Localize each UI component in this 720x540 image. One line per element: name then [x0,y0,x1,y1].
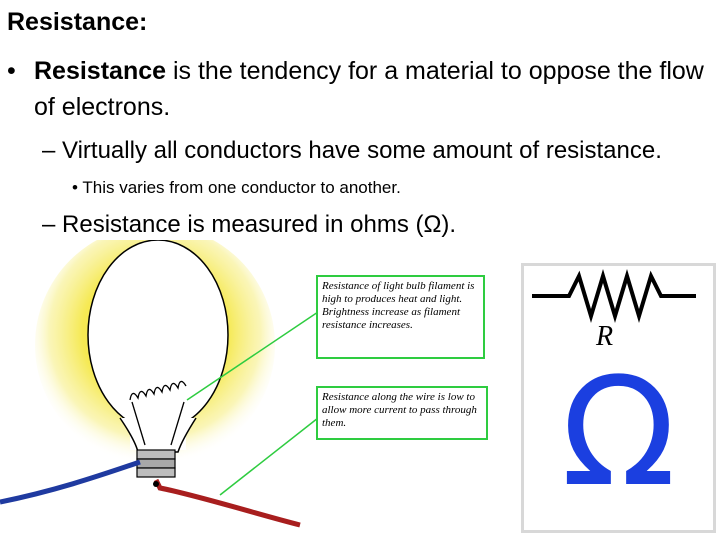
sub-bullet-conductors: – Virtually all conductors have some amo… [42,137,662,164]
resistance-symbol-panel: R Ω [521,263,716,533]
bullet-main-rest: is the tendency for a material to oppose… [34,57,704,121]
bullet-main-text: Resistance is the tendency for a materia… [34,53,709,125]
bullet-main-bold: Resistance [34,57,167,85]
callout-filament: Resistance of light bulb filament is hig… [316,275,485,359]
resistor-label: R [596,321,614,352]
red-wire [153,478,301,528]
bulb-base [136,449,176,478]
callout-wire: Resistance along the wire is low to allo… [316,386,488,440]
blue-wire [0,459,141,505]
light-bulb-illustration [0,240,301,528]
ohm-icon: Ω [561,346,676,520]
sub-sub-bullet-varies: • This varies from one conductor to anot… [72,178,401,197]
sub-bullet-ohms: – Resistance is measured in ohms (Ω). [42,211,457,238]
resistor-symbol-icon [532,269,696,323]
bullet-mark: • [7,57,16,85]
slide-title: Resistance: [7,8,148,36]
bulb-glass [87,240,229,431]
filament [129,380,187,446]
